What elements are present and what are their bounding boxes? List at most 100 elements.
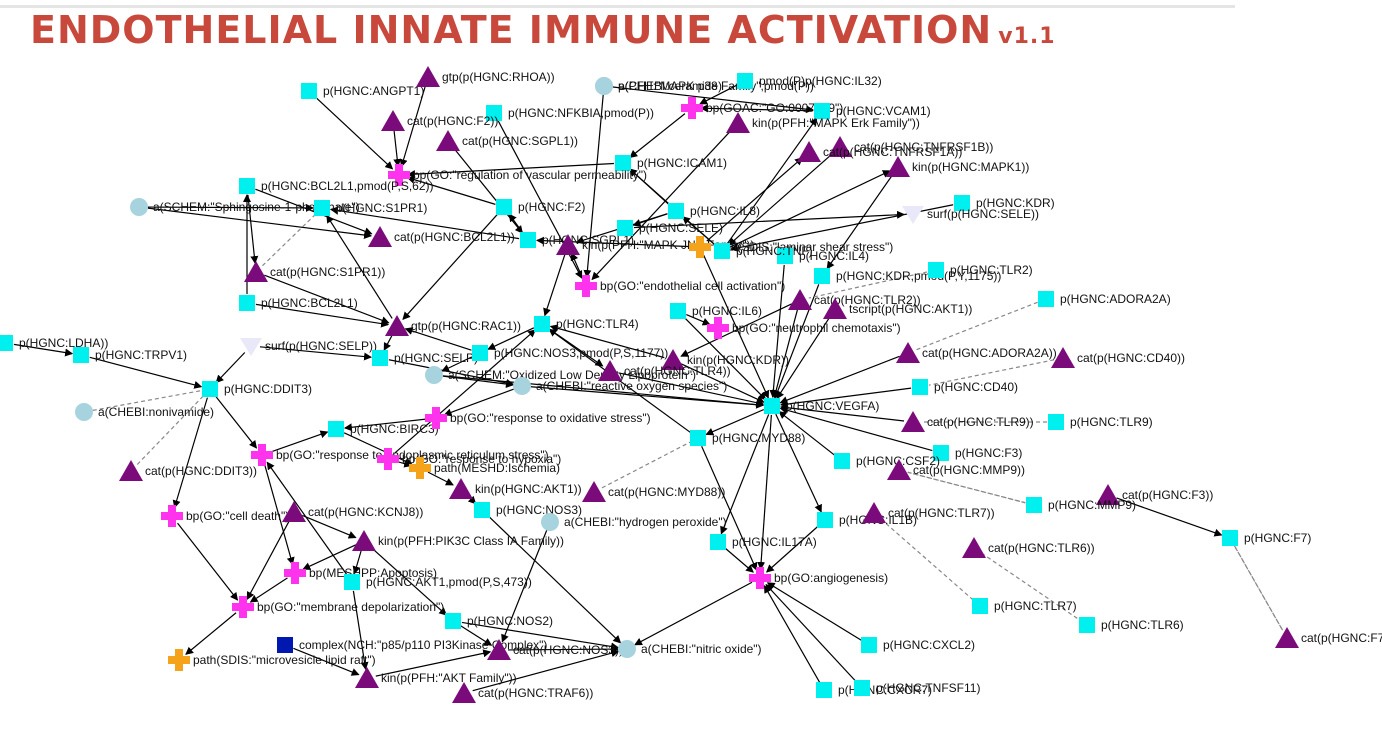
node-shape-abundance[interactable]: [130, 198, 148, 216]
node-tlr9[interactable]: p(HGNC:TLR9): [1048, 414, 1153, 430]
node-bcl2l1_p[interactable]: p(HGNC:BCL2L1,pmod(P,S,62)): [239, 178, 434, 194]
node-tlr4[interactable]: p(HGNC:TLR4): [534, 316, 639, 332]
node-oxldl[interactable]: a(SCHEM:"Oxidized Low Density Lipoprotei…: [425, 366, 696, 384]
node-shape-activity[interactable]: [385, 315, 409, 336]
node-akt1_kin[interactable]: kin(p(HGNC:AKT1)): [449, 478, 582, 499]
node-angpt1[interactable]: p(HGNC:ANGPT1): [301, 83, 424, 99]
node-shape-abundance[interactable]: [425, 366, 443, 384]
node-f2[interactable]: p(HGNC:F2): [496, 199, 585, 215]
node-shape-abundance[interactable]: [75, 403, 93, 421]
node-tnfrsf1b[interactable]: cat(p(HGNC:TNFRSF1B)): [828, 136, 993, 157]
node-shape-activity[interactable]: [452, 682, 476, 703]
node-shape-process[interactable]: [161, 505, 183, 527]
node-shape-process[interactable]: [284, 562, 306, 584]
node-shape-process[interactable]: [388, 164, 410, 186]
node-ddit3[interactable]: p(HGNC:DDIT3): [202, 381, 312, 397]
node-f7_cat[interactable]: cat(p(HGNC:F7)): [1275, 627, 1382, 648]
node-icam1[interactable]: p(HGNC:ICAM1): [615, 155, 727, 171]
node-shape-protein[interactable]: [1026, 497, 1042, 513]
node-endo_act[interactable]: bp(GO:"endothelial cell activation"): [575, 275, 785, 297]
node-cd40[interactable]: p(HGNC:CD40): [912, 379, 1018, 395]
node-shape-protein[interactable]: [486, 105, 502, 121]
node-shape-activity[interactable]: [797, 141, 821, 162]
node-shape-protein[interactable]: [520, 232, 536, 248]
node-shape-complex[interactable]: [277, 637, 293, 653]
node-mapk1[interactable]: kin(p(HGNC:MAPK1)): [886, 156, 1029, 177]
node-adora2a[interactable]: p(HGNC:ADORA2A): [1038, 291, 1171, 307]
node-tlr7_cat[interactable]: cat(p(HGNC:TLR7)): [862, 502, 995, 523]
node-cell_death[interactable]: bp(GO:"cell death"): [161, 505, 289, 527]
node-shape-protein[interactable]: [954, 195, 970, 211]
node-shape-protein[interactable]: [764, 398, 780, 414]
node-shape-activity[interactable]: [661, 349, 685, 370]
node-selp_surf[interactable]: surf(p(HGNC:SELP)): [240, 338, 377, 356]
node-f2cat[interactable]: cat(p(HGNC:F2)): [381, 110, 498, 131]
node-shape-pathology[interactable]: [168, 649, 190, 671]
node-shape-activity[interactable]: [436, 130, 460, 151]
node-shape-surface[interactable]: [240, 338, 262, 356]
node-shape-activity[interactable]: [282, 501, 306, 522]
node-h2o2[interactable]: a(CHEBI:"hydrogen peroxide"): [541, 513, 727, 531]
node-shape-activity[interactable]: [1096, 484, 1120, 505]
node-rhoa[interactable]: gtp(p(HGNC:RHOA)): [416, 66, 555, 87]
node-nos3_cat[interactable]: cat(p(HGNC:NOS3)): [487, 639, 623, 660]
node-shape-protein[interactable]: [73, 347, 89, 363]
node-shape-process[interactable]: [681, 97, 703, 119]
node-s1pr1_cat[interactable]: cat(p(HGNC:S1PR1)): [244, 261, 385, 282]
node-shape-activity[interactable]: [244, 261, 268, 282]
node-shape-activity[interactable]: [355, 667, 379, 688]
node-shape-abundance[interactable]: [513, 377, 531, 395]
node-shape-protein[interactable]: [445, 613, 461, 629]
node-shape-protein[interactable]: [777, 248, 793, 264]
node-shape-activity[interactable]: [823, 298, 847, 319]
node-myd88[interactable]: p(HGNC:MYD88): [690, 430, 805, 446]
node-shape-activity[interactable]: [962, 537, 986, 558]
node-tnfsf11[interactable]: p(HGNC:TNFSF11): [854, 680, 980, 696]
node-shape-protein[interactable]: [1038, 291, 1054, 307]
node-shape-activity[interactable]: [828, 136, 852, 157]
node-ceramide[interactable]: a(CHEBI:ceramide): [595, 77, 722, 95]
node-shape-protein[interactable]: [314, 200, 330, 216]
node-nos3_p[interactable]: p(HGNC:NOS3,pmod(P,S,1177)): [472, 345, 668, 361]
node-tlr4_cat[interactable]: cat(p(HGNC:TLR4)): [598, 360, 731, 381]
node-shape-activity[interactable]: [1051, 347, 1075, 368]
node-shape-protein[interactable]: [816, 682, 832, 698]
node-il32[interactable]: pmod(P)p(HGNC:IL32): [737, 73, 882, 89]
node-ros[interactable]: a(CHEBI:"reactive oxygen species"): [513, 377, 727, 395]
node-shape-activity[interactable]: [862, 502, 886, 523]
node-cd40_cat[interactable]: cat(p(HGNC:CD40)): [1051, 347, 1185, 368]
node-shape-activity[interactable]: [119, 460, 143, 481]
node-shape-process[interactable]: [707, 317, 729, 339]
node-bcl2l1[interactable]: p(HGNC:BCL2L1): [239, 295, 358, 311]
node-shape-protein[interactable]: [328, 421, 344, 437]
node-nos3[interactable]: p(HGNC:NOS3): [474, 502, 582, 518]
node-shape-protein[interactable]: [1222, 530, 1238, 546]
node-tlr6[interactable]: p(HGNC:TLR6): [1079, 617, 1184, 633]
node-shape-abundance[interactable]: [541, 513, 559, 531]
node-myd88_cat[interactable]: cat(p(HGNC:MYD88)): [582, 481, 725, 502]
node-sele_surf[interactable]: surf(p(HGNC:SELE)): [902, 206, 1039, 224]
node-mapk_jnk[interactable]: kin(p(PFH:"MAPK JNK Family")): [556, 234, 755, 255]
node-mapk_erk[interactable]: kin(p(PFH:"MAPK Erk Family")): [726, 112, 920, 133]
node-cxcl2[interactable]: p(HGNC:CXCL2): [861, 637, 975, 653]
node-shape-protein[interactable]: [301, 83, 317, 99]
node-vegfa[interactable]: p(HGNC:VEGFA): [764, 398, 879, 414]
node-shape-protein[interactable]: [239, 178, 255, 194]
node-ddit3_cat[interactable]: cat(p(HGNC:DDIT3)): [119, 460, 257, 481]
node-shape-protein[interactable]: [472, 345, 488, 361]
node-shape-protein[interactable]: [690, 430, 706, 446]
node-shape-process[interactable]: [251, 444, 273, 466]
node-ox_stress[interactable]: bp(GO:"response to oxidative stress"): [425, 407, 651, 429]
node-tlr2_cat[interactable]: cat(p(HGNC:TLR2)): [788, 289, 921, 310]
node-shape-process[interactable]: [749, 567, 771, 589]
node-tlr6_cat[interactable]: cat(p(HGNC:TLR6)): [962, 537, 1095, 558]
node-shape-protein[interactable]: [737, 73, 753, 89]
node-shape-abundance[interactable]: [618, 640, 636, 658]
node-f3[interactable]: p(HGNC:F3): [933, 445, 1022, 461]
node-nos2[interactable]: p(HGNC:NOS2): [445, 613, 553, 629]
node-shape-protein[interactable]: [912, 379, 928, 395]
node-shape-protein[interactable]: [854, 680, 870, 696]
node-shape-protein[interactable]: [817, 512, 833, 528]
node-il8[interactable]: p(HGNC:IL8): [668, 203, 760, 219]
